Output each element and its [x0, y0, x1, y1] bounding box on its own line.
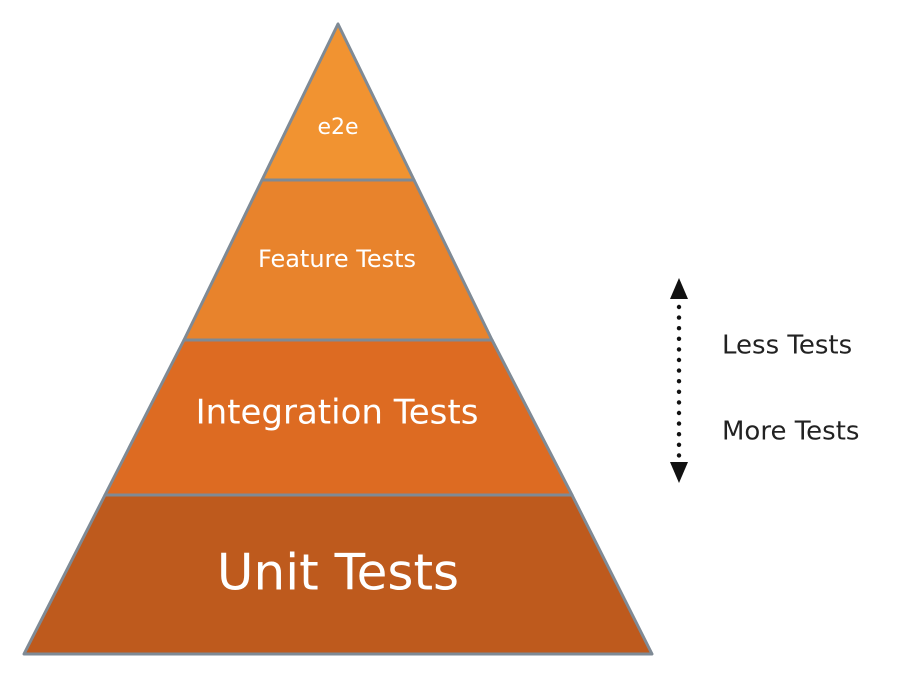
arrow-dot	[676, 326, 682, 331]
tier-label-e2e: e2e	[317, 115, 358, 140]
arrow-dot	[676, 400, 682, 405]
arrow-dot	[676, 336, 682, 341]
arrow-dot	[676, 368, 682, 373]
arrow-dot	[676, 453, 682, 458]
arrow-dot	[676, 421, 682, 426]
dotted-double-arrow-icon	[670, 278, 688, 483]
tier-unit-tests	[22, 493, 654, 656]
less-tests-label: Less Tests	[722, 331, 852, 361]
arrow-dot	[676, 315, 682, 320]
arrow-dot	[676, 379, 682, 384]
arrow-up-icon	[670, 278, 688, 299]
pyramid: e2e Feature Tests Integration Tests Unit…	[22, 22, 654, 656]
arrow-dot	[676, 442, 682, 447]
arrow-dot	[676, 410, 682, 416]
arrow-dots	[676, 304, 682, 458]
arrow-dot	[676, 347, 682, 352]
tier-label-integration-tests: Integration Tests	[196, 393, 479, 433]
tier-label-feature-tests: Feature Tests	[258, 245, 416, 273]
arrow-down-icon	[670, 462, 688, 483]
more-tests-label: More Tests	[722, 417, 859, 447]
arrow-dot	[676, 304, 682, 310]
legend: Less Tests More Tests	[670, 278, 859, 483]
arrow-dot	[676, 432, 682, 437]
tier-label-unit-tests: Unit Tests	[217, 544, 459, 602]
arrow-dot	[676, 389, 682, 394]
arrow-dot	[676, 357, 682, 363]
tier-e2e	[260, 22, 416, 182]
